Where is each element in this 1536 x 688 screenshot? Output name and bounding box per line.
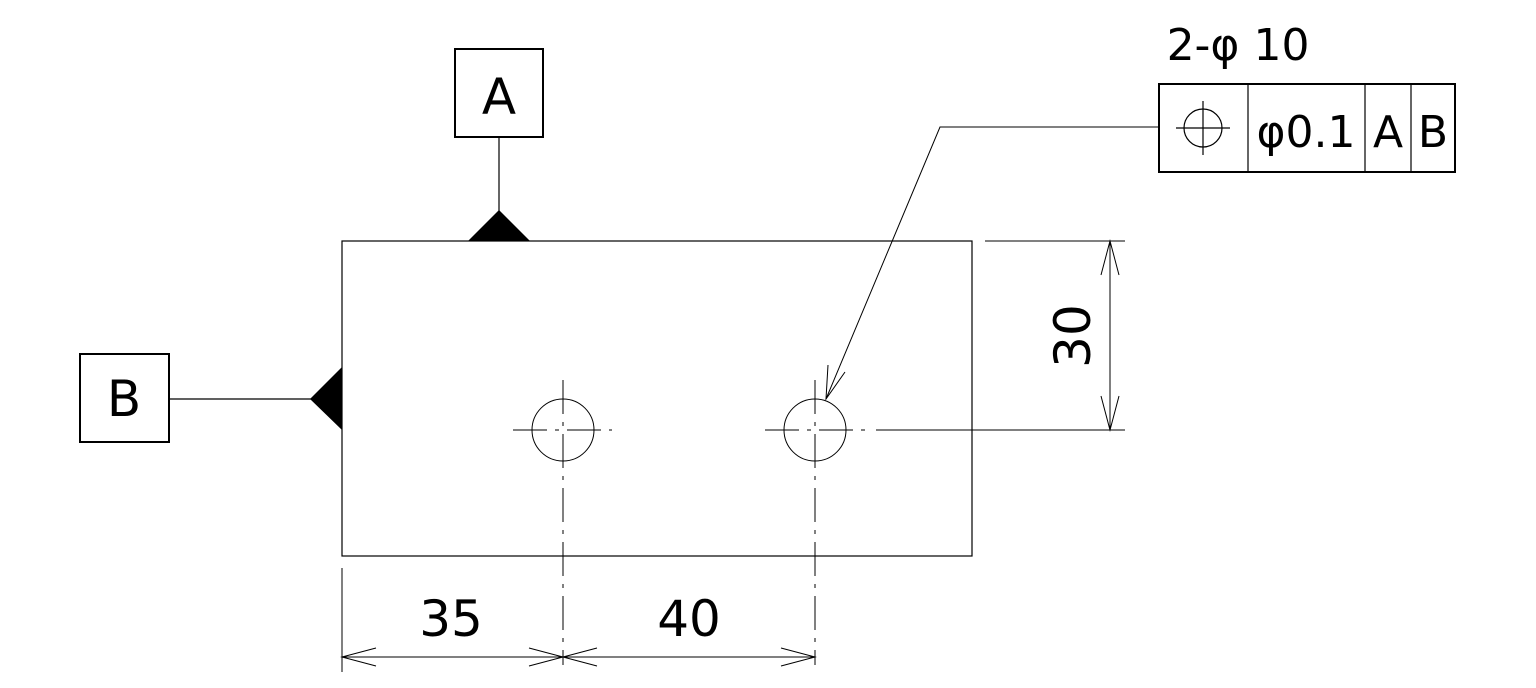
dimension-vertical: 30 [876, 239, 1125, 432]
hole-spec-label: 2-φ 10 [1167, 20, 1310, 71]
arrow-down [1100, 395, 1120, 432]
hole-callout: 2-φ 10 [825, 20, 1310, 401]
datum-b-box [79, 353, 170, 443]
leader-line [825, 126, 1159, 400]
part-outline [341, 240, 973, 557]
fcf-tolerance: φ0.1 [1257, 107, 1356, 158]
arrow-up [1100, 239, 1120, 276]
arrow-40-left [561, 647, 598, 667]
datum-a-triangle [468, 210, 530, 241]
arrow-40-right [780, 647, 817, 667]
feature-control-frame: φ0.1 A B [1158, 83, 1456, 173]
dimension-horizontal: 35 40 [340, 568, 817, 672]
leader-arrow [825, 364, 846, 401]
arrow-35-left [340, 647, 377, 667]
datum-b-triangle [310, 367, 342, 430]
fcf-datum-1: A [1373, 107, 1403, 158]
fcf-datum-2: B [1418, 107, 1448, 158]
dimension-35-value: 35 [419, 590, 483, 648]
datum-a-label: A [482, 68, 516, 126]
dimension-40-value: 40 [657, 590, 721, 648]
datum-a-feature: A [454, 48, 544, 241]
position-icon [1176, 101, 1230, 155]
datum-b-feature: B [79, 353, 342, 443]
hole-2 [765, 380, 865, 665]
hole-1 [513, 380, 612, 665]
datum-a-box [454, 48, 544, 138]
datum-b-label: B [107, 370, 141, 428]
dimension-vertical-value: 30 [1044, 304, 1102, 368]
